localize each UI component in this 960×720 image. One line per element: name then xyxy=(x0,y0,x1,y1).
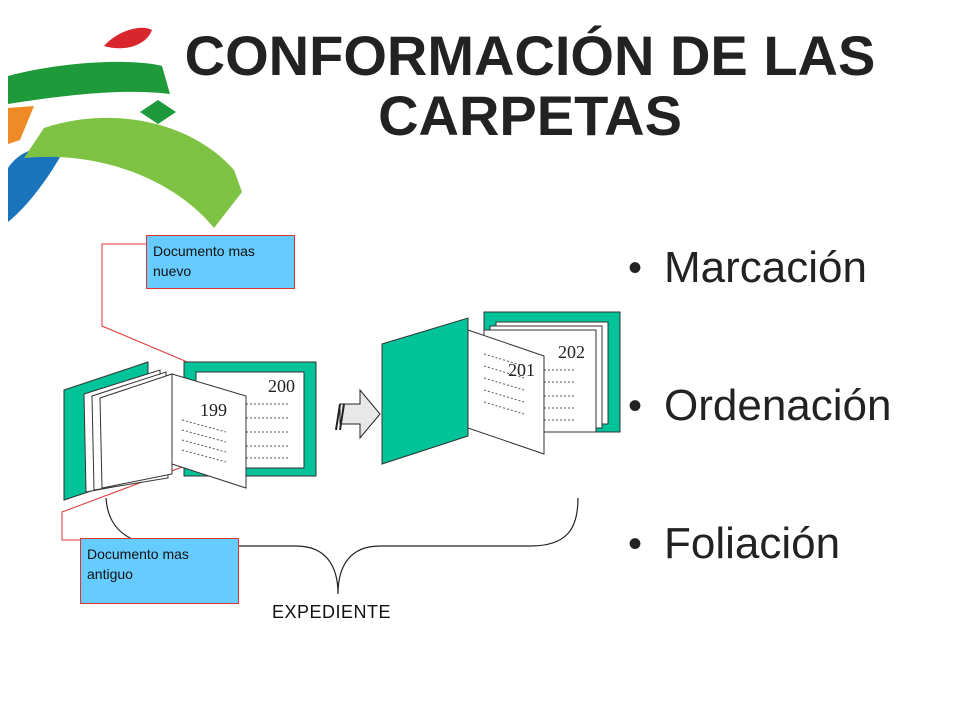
bullet-dot-icon: • xyxy=(628,246,643,290)
logo xyxy=(8,27,242,228)
callout-oldest-document: Documento mas antiguo xyxy=(80,538,239,604)
folio-202: 202 xyxy=(558,342,585,362)
logo-green-small-leaf xyxy=(140,100,176,124)
right-folder: 201 202 xyxy=(381,311,621,465)
arrow-icon xyxy=(335,388,381,440)
right-folder-front-cover xyxy=(381,317,469,465)
bullet-text: Marcación xyxy=(664,243,867,292)
logo-red-leaf xyxy=(104,27,152,49)
right-back-page-lines xyxy=(544,369,576,421)
left-back-page-lines xyxy=(246,403,288,459)
left-open-page xyxy=(171,373,247,489)
bullet-dot-icon: • xyxy=(628,522,643,566)
folio-199: 199 xyxy=(200,400,227,420)
bullet-item: • Marcación xyxy=(628,238,948,376)
leader-line-oldest xyxy=(61,465,186,541)
bullet-list: • Marcación • Ordenación • Foliación xyxy=(628,238,948,652)
left-folder: 199 200 xyxy=(63,361,317,501)
right-open-page-lines xyxy=(483,353,525,415)
callout-newest-document: Documento mas nuevo xyxy=(146,235,295,289)
folio-201: 201 xyxy=(508,360,535,380)
bullet-text: Ordenación xyxy=(664,381,892,430)
bullet-item: • Ordenación xyxy=(628,376,948,514)
bullet-text: Foliación xyxy=(664,519,841,568)
expediente-label: EXPEDIENTE xyxy=(272,602,392,622)
callout-oldest-text: Documento mas antiguo xyxy=(87,546,189,582)
logo-green-dark-band xyxy=(8,61,170,104)
left-stack-page-3 xyxy=(99,373,173,489)
logo-orange-leaf xyxy=(8,106,34,144)
bullet-dot-icon: • xyxy=(628,384,643,428)
leader-line-newest xyxy=(101,243,269,397)
page-title: CONFORMACIÓN DE LAS CARPETAS xyxy=(184,24,876,147)
bullet-item: • Foliación xyxy=(628,514,948,652)
logo-green-light-band xyxy=(24,117,242,228)
logo-blue-leaf xyxy=(8,147,64,222)
callout-newest-text: Documento mas nuevo xyxy=(153,243,255,279)
folio-200: 200 xyxy=(268,376,295,396)
right-open-page xyxy=(467,329,545,455)
